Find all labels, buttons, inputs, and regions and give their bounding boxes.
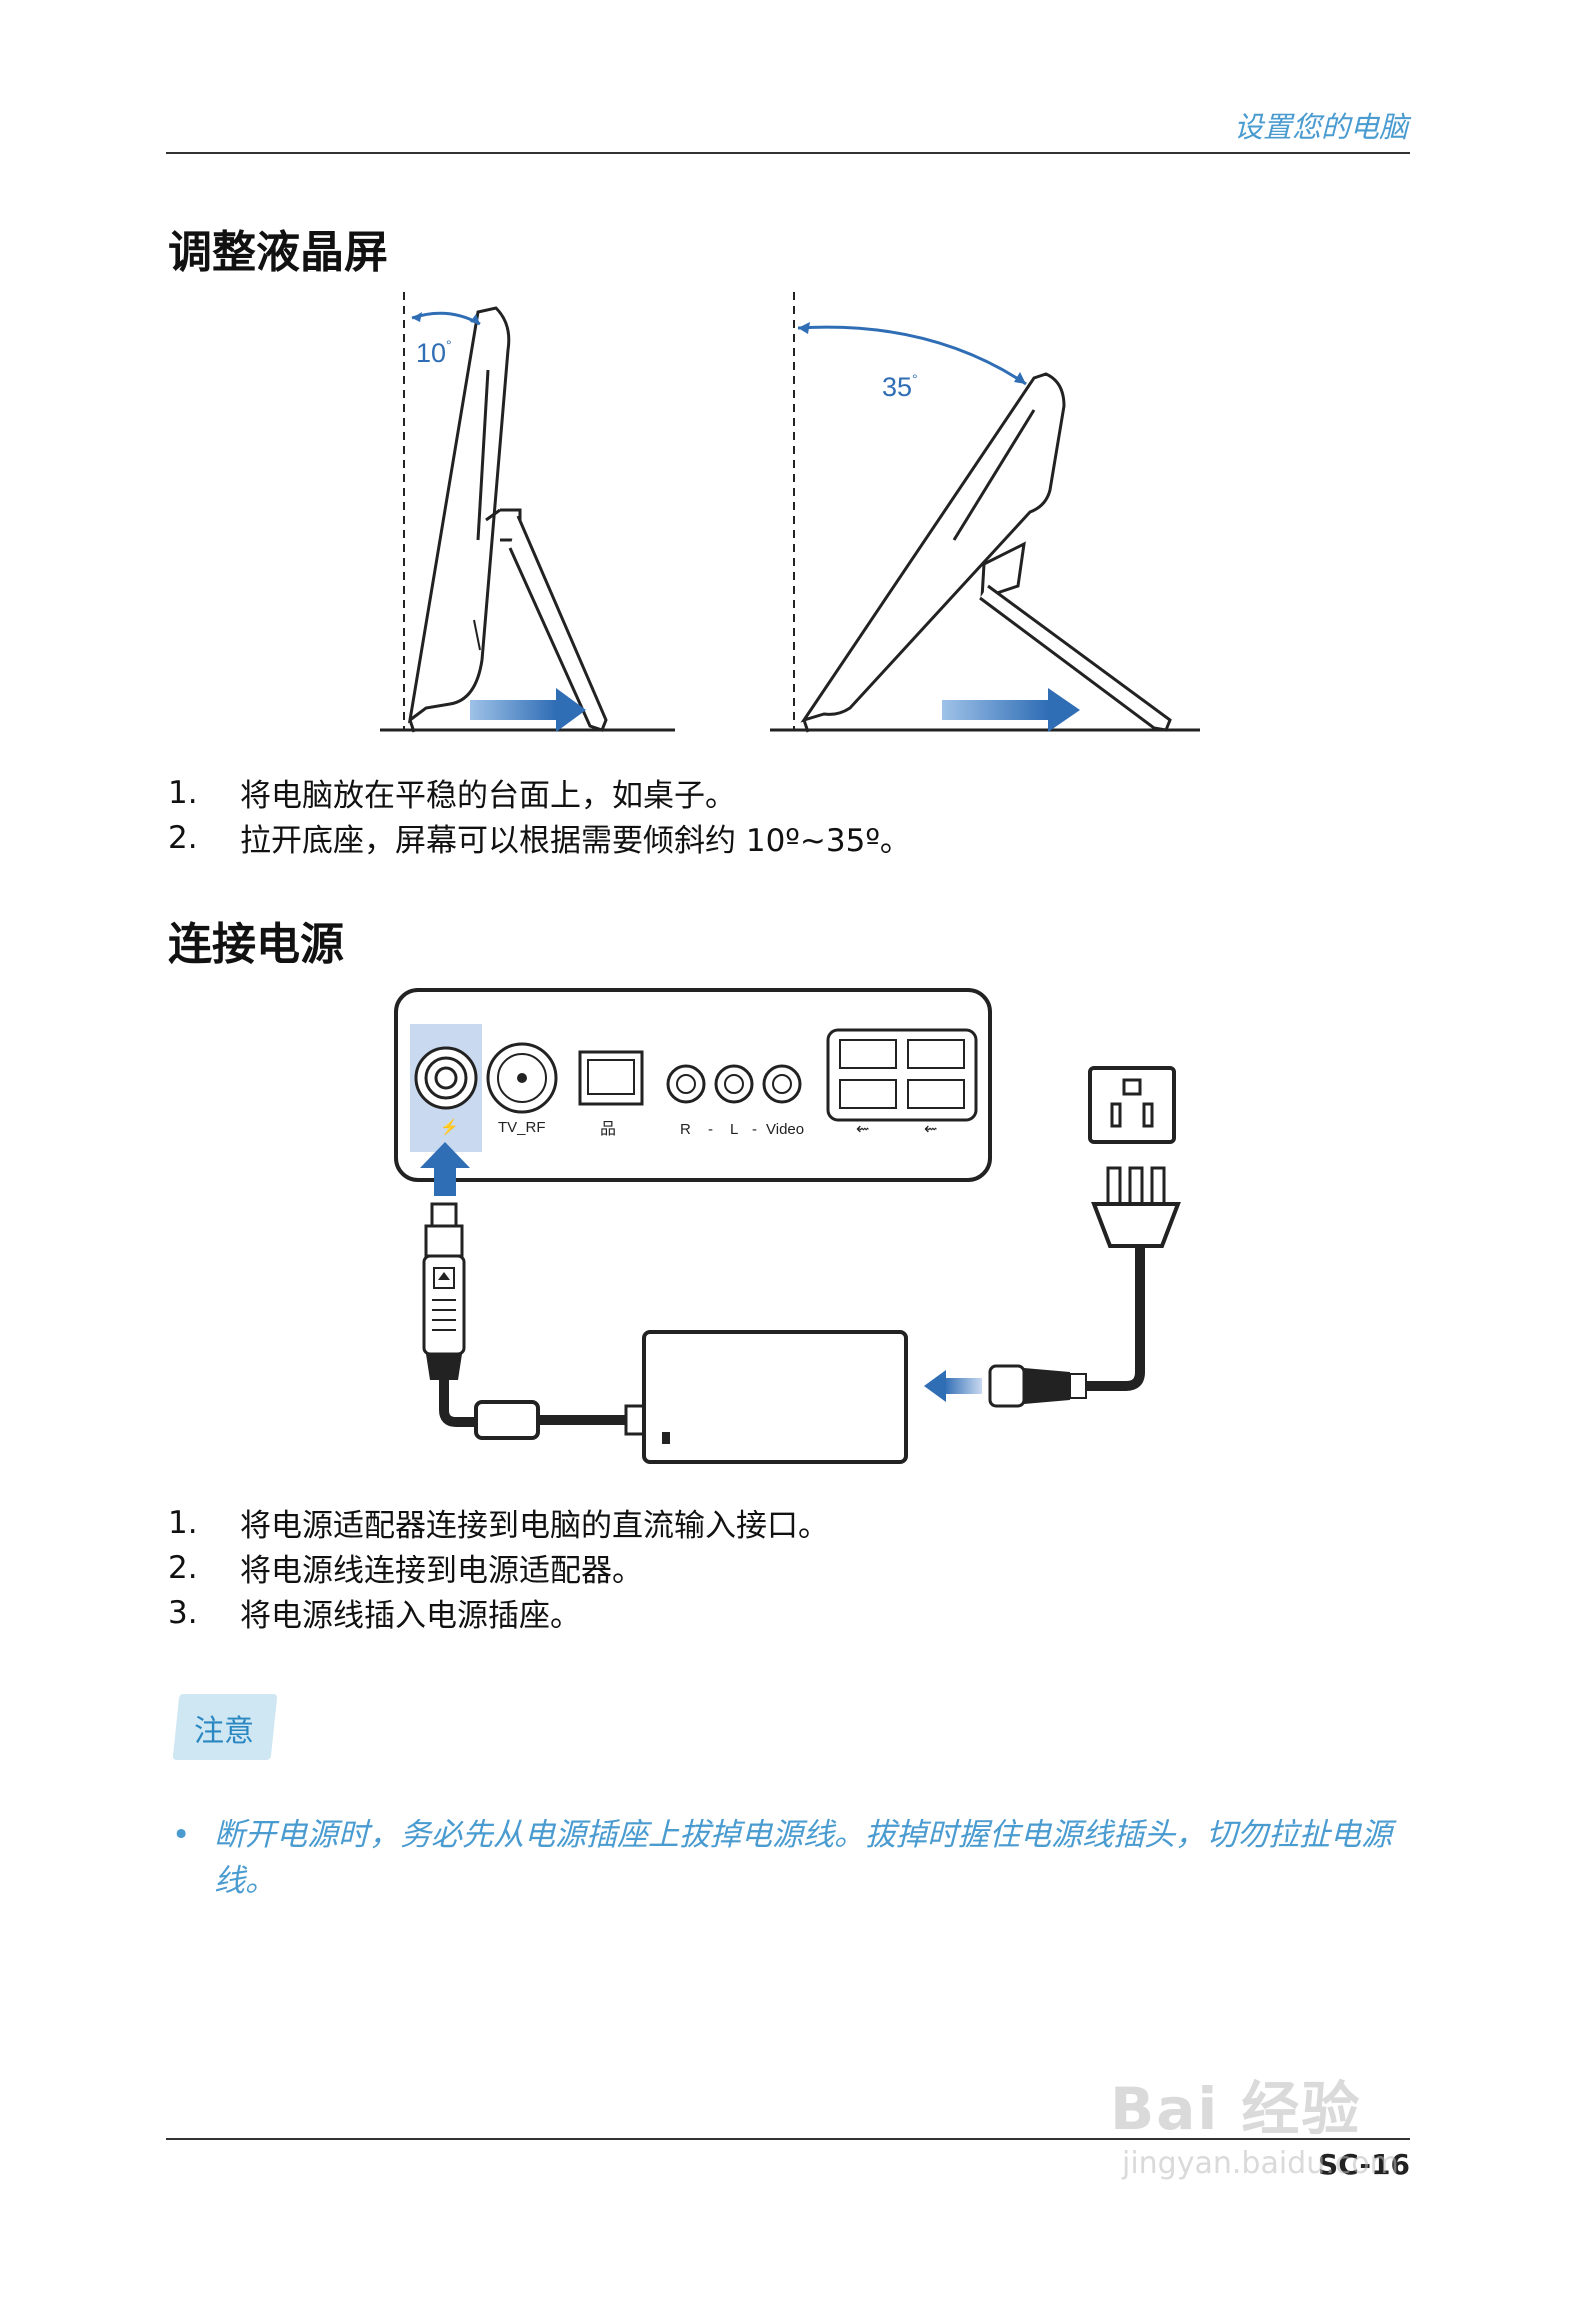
ac-plug xyxy=(1091,1166,1181,1248)
svg-text:L: L xyxy=(730,1121,738,1138)
ac-connector xyxy=(988,1364,1087,1408)
power-adapter xyxy=(642,1330,908,1464)
note-label: 注意 xyxy=(194,1714,254,1749)
power-steps-list: 1.将电源适配器连接到电脑的直流输入接口。 2.将电源线连接到电源适配器。 3.… xyxy=(168,1500,829,1635)
tilt-35-figure: 35 ° xyxy=(770,292,1200,733)
header-rule xyxy=(166,152,1410,154)
list-item: 1.将电脑放在平稳的台面上，如桌子。 xyxy=(168,774,736,815)
page-number: SC-16 xyxy=(1318,2148,1410,2181)
angle-label-10: 10 xyxy=(416,338,446,368)
footer-rule xyxy=(166,2138,1410,2140)
note-list: • 断开电源时，务必先从电源插座上拔掉电源线。拔掉时握住电源线插头，切勿拉扯电源… xyxy=(172,1812,1412,1904)
rear-panel: ⚡ TV_RF 品 R - L - Video ⇜ ⇜ xyxy=(394,988,992,1182)
watermark: Bai 经验 jingyan.baidu.com xyxy=(1110,2062,1399,2181)
svg-text:⇜: ⇜ xyxy=(856,1121,869,1138)
wall-outlet xyxy=(1088,1066,1176,1144)
port-label-tv-rf: TV_RF xyxy=(498,1119,546,1136)
adjust-steps-list: 1.将电脑放在平稳的台面上，如桌子。 2.拉开底座，屏幕可以根据需要倾斜约 10… xyxy=(168,770,911,860)
watermark-brand: Bai 经验 xyxy=(1110,2075,1362,2143)
dc-plug xyxy=(422,1202,466,1380)
svg-text:-: - xyxy=(708,1121,713,1138)
angle-label-35: 35 xyxy=(882,372,912,402)
list-item: 1.将电源适配器连接到电脑的直流输入接口。 xyxy=(168,1504,829,1545)
svg-text:°: ° xyxy=(912,371,918,387)
svg-text:品: 品 xyxy=(600,1121,616,1138)
svg-text:Video: Video xyxy=(766,1121,804,1138)
watermark-url: jingyan.baidu.com xyxy=(1122,2146,1399,2181)
section-heading-adjust-lcd: 调整液晶屏 xyxy=(168,227,388,278)
list-item: 2.将电源线连接到电源适配器。 xyxy=(168,1549,643,1590)
svg-text:°: ° xyxy=(446,337,452,353)
lcd-tilt-illustration: 10 ° 35 ° xyxy=(380,292,1200,733)
running-header: 设置您的电脑 xyxy=(1233,110,1408,144)
tilt-10-figure: 10 ° xyxy=(380,292,675,733)
list-item: • 断开电源时，务必先从电源插座上拔掉电源线。拔掉时握住电源线插头，切勿拉扯电源… xyxy=(172,1817,1392,1899)
list-item: 3.将电源线插入电源插座。 xyxy=(168,1594,581,1635)
power-connection-illustration: ⚡ TV_RF 品 R - L - Video ⇜ ⇜ xyxy=(394,988,1181,1464)
svg-text:⚡: ⚡ xyxy=(440,1118,459,1136)
svg-text:⇜: ⇜ xyxy=(924,1121,937,1138)
section-heading-connect-power: 连接电源 xyxy=(168,919,344,970)
svg-text:-: - xyxy=(752,1121,757,1138)
svg-text:R: R xyxy=(680,1121,691,1138)
list-item: 2.拉开底座，屏幕可以根据需要倾斜约 10º~35º。 xyxy=(168,819,911,860)
